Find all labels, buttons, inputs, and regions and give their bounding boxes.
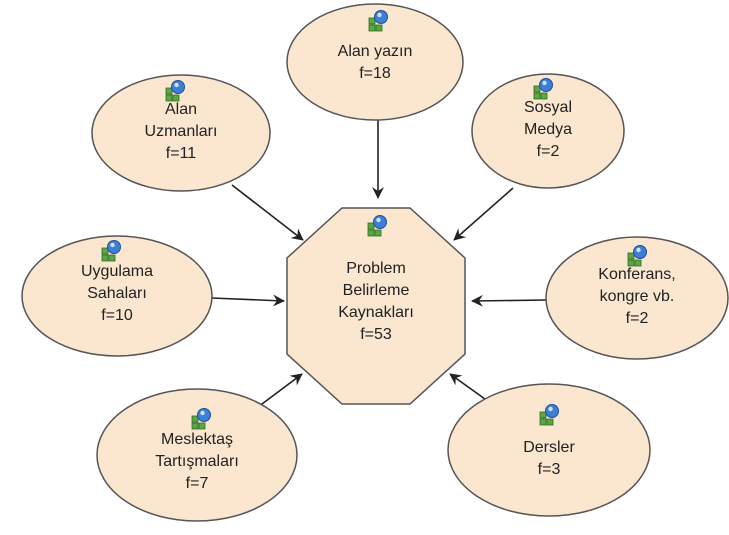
- node-label-line: Alan yazın: [338, 43, 413, 60]
- node-label-line: f=3: [538, 461, 561, 478]
- edge-alan-uzmanlari: [231, 184, 304, 241]
- node-label-line: f=2: [537, 143, 560, 160]
- node-shape: [91, 74, 271, 192]
- node-label-line: Dersler: [523, 439, 575, 456]
- node-alan-yazin[interactable]: Alan yazın f=18: [286, 3, 464, 121]
- node-shape: [96, 388, 298, 522]
- node-label-line: Meslektaş: [161, 431, 233, 448]
- concept-map-node-icon: [191, 408, 211, 430]
- node-label-line: f=53: [360, 326, 392, 343]
- concept-map-node-icon: [368, 10, 388, 32]
- node-label-line: f=18: [359, 65, 391, 82]
- concept-map-node-icon: [101, 240, 121, 262]
- node-shape: [21, 235, 213, 357]
- node-dersler[interactable]: Dersler f=3: [447, 383, 651, 517]
- edge-meslektas-tartismalari: [257, 373, 303, 408]
- node-label-line: Sahaları: [87, 285, 147, 302]
- node-label-line: f=2: [626, 310, 649, 327]
- node-label-line: Medya: [524, 121, 572, 138]
- node-label-line: Sosyal: [524, 99, 572, 116]
- node-shape: [545, 236, 729, 360]
- node-label-line: Alan: [165, 101, 197, 118]
- node-label-line: Tartışmaları: [155, 453, 239, 470]
- edge-uygulama-sahalari: [211, 294, 285, 307]
- node-label-line: Belirleme: [343, 282, 410, 299]
- center-node-shape: [286, 207, 466, 405]
- concept-map-node-icon: [533, 78, 553, 100]
- node-shape: [447, 383, 651, 517]
- node-label-line: f=11: [166, 145, 197, 162]
- node-label-line: Uygulama: [81, 263, 153, 280]
- concept-map-node-icon: [627, 245, 647, 267]
- node-label-line: Konferans,: [598, 266, 675, 283]
- node-shape: [286, 3, 464, 121]
- node-konferans[interactable]: Konferans, kongre vb. f=2: [545, 236, 729, 360]
- node-shape: [471, 73, 625, 189]
- node-label-line: Kaynakları: [338, 304, 414, 321]
- node-label-line: Problem: [346, 260, 406, 277]
- node-label-line: f=7: [186, 475, 209, 492]
- node-label-line: f=10: [101, 307, 133, 324]
- node-label-line: kongre vb.: [600, 288, 675, 305]
- concept-map-node-icon: [165, 80, 185, 102]
- edge-konferans: [471, 294, 547, 307]
- concept-map-node-icon: [367, 215, 387, 237]
- node-label-line: Uzmanları: [145, 123, 218, 140]
- edge-sosyal-medya: [453, 187, 514, 241]
- concept-map-node-icon: [539, 404, 559, 426]
